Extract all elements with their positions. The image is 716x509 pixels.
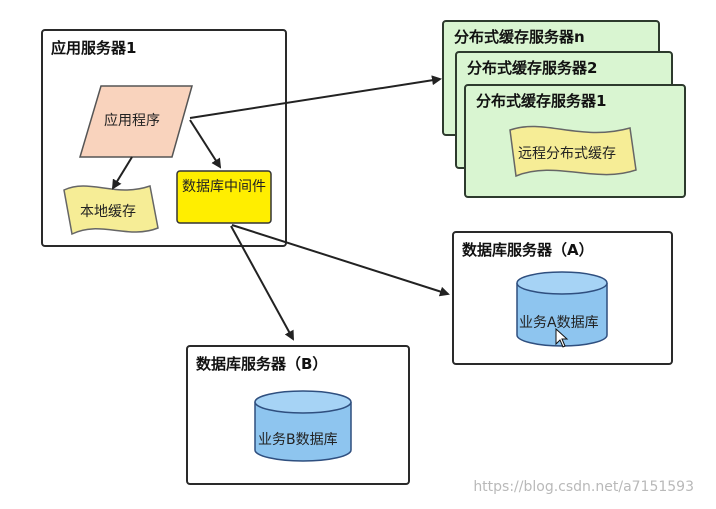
- db-server-b-title: 数据库服务器（B）: [196, 355, 328, 373]
- mouse-cursor-icon: [555, 327, 569, 348]
- db-b-cylinder: [254, 390, 352, 462]
- watermark-text: https://blog.csdn.net/a7151593: [473, 479, 694, 495]
- local-cache-label: 本地缓存: [80, 204, 136, 220]
- arrow-program-to-middleware: [189, 119, 222, 169]
- app-program-label: 应用程序: [104, 113, 160, 129]
- app-program-shape: [78, 85, 193, 158]
- arrow-program-to-cache: [189, 75, 442, 119]
- db-server-a-title: 数据库服务器（A）: [462, 241, 594, 259]
- db-middleware-label: 数据库中间件: [177, 178, 271, 196]
- arrow-program-to-local-cache: [111, 156, 133, 190]
- local-cache-shape: [63, 185, 159, 236]
- app-server-title: 应用服务器1: [51, 39, 137, 57]
- db-b-label: 业务B数据库: [258, 432, 338, 448]
- db-middleware-shape: [176, 170, 272, 224]
- db-a-cylinder: [516, 271, 608, 347]
- cache-server-n-title: 分布式缓存服务器n: [454, 28, 585, 46]
- remote-cache-shape: [509, 125, 637, 178]
- remote-cache-label: 远程分布式缓存: [518, 146, 616, 162]
- cache-server-2-title: 分布式缓存服务器2: [467, 59, 598, 77]
- cache-server-1-title: 分布式缓存服务器1: [476, 92, 607, 110]
- arrow-middleware-to-db-a: [231, 224, 450, 297]
- db-a-label: 业务A数据库: [519, 315, 599, 331]
- arrow-middleware-to-db-b: [230, 225, 294, 341]
- db-middleware-text: 数据库中间件: [182, 179, 266, 195]
